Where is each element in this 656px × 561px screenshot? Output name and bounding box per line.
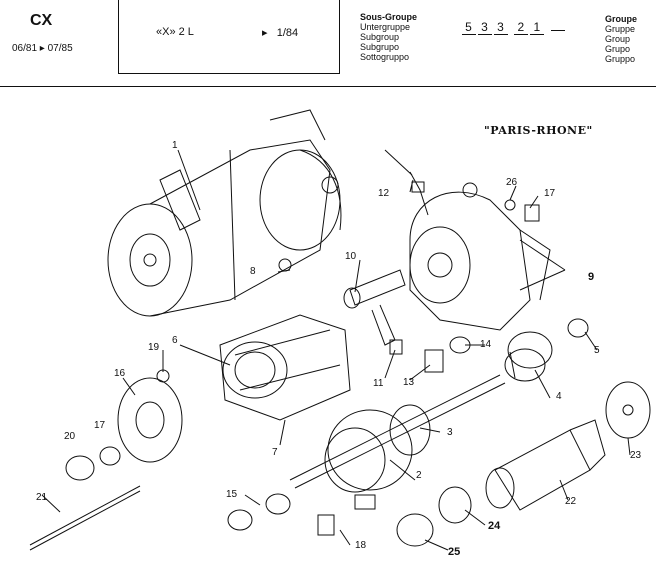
callout-20: 20 bbox=[64, 431, 76, 442]
through-bolt bbox=[29, 485, 141, 551]
leader-lines bbox=[41, 149, 631, 551]
callout-15: 15 bbox=[226, 489, 238, 500]
model-name: CX bbox=[30, 12, 53, 29]
terminal-plate bbox=[605, 381, 651, 439]
callout-7: 7 bbox=[272, 447, 278, 458]
page-marker-icon: ▸ bbox=[262, 27, 268, 39]
brand-label: "PARIS-RHONE" bbox=[484, 124, 593, 137]
callout-11: 11 bbox=[373, 378, 384, 389]
callout-9: 9 bbox=[588, 271, 595, 283]
subgroup-label-de: Untergruppe bbox=[360, 22, 411, 32]
drive-pinion bbox=[504, 318, 589, 382]
callout-5: 5 bbox=[594, 345, 600, 356]
page-ref: ▸ 1/84 bbox=[262, 26, 298, 39]
solenoid bbox=[485, 419, 606, 511]
callout-1: 1 bbox=[172, 140, 178, 151]
code-digit: 5 bbox=[462, 20, 476, 35]
production-dates: 06/81 ▸ 07/85 bbox=[12, 43, 73, 54]
armature-shaft bbox=[289, 374, 506, 493]
callout-23: 23 bbox=[630, 450, 642, 461]
callout-16: 16 bbox=[114, 368, 126, 379]
callout-26: 26 bbox=[506, 177, 518, 188]
group-labels: Groupe Gruppe Group Grupo Gruppo bbox=[605, 14, 637, 64]
subgroup-label-it: Sottogruppo bbox=[360, 52, 410, 62]
small-parts bbox=[156, 199, 540, 547]
callout-10: 10 bbox=[345, 251, 357, 262]
brush-holder-plate bbox=[117, 377, 183, 463]
subgroup-label-en: Subgroup bbox=[360, 32, 400, 42]
callout-3: 3 bbox=[447, 427, 453, 438]
subgroup-label-fr: Sous-Groupe bbox=[360, 12, 418, 22]
code-digit: 2 bbox=[514, 20, 529, 35]
header: CX 06/81 ▸ 07/85 «X» 2 L ▸ 1/84 Sous-Gro… bbox=[0, 0, 656, 82]
drive-end-bracket bbox=[409, 182, 551, 331]
callout-25: 25 bbox=[448, 546, 461, 558]
bushings bbox=[65, 446, 121, 481]
group-label-en: Group bbox=[605, 34, 631, 44]
group-label-fr: Groupe bbox=[605, 14, 638, 24]
group-label-it: Gruppo bbox=[605, 54, 636, 64]
code-digit: 3 bbox=[494, 20, 508, 35]
engagement-lever bbox=[343, 269, 406, 346]
engine-type: «X» 2 L bbox=[156, 26, 194, 38]
engine-box bbox=[118, 0, 340, 74]
header-divider bbox=[0, 86, 656, 87]
callout-2: 2 bbox=[416, 470, 422, 481]
callout-8: 8 bbox=[250, 266, 256, 277]
callout-21: 21 bbox=[36, 492, 48, 503]
callout-13: 13 bbox=[403, 377, 415, 388]
callout-12: 12 bbox=[378, 188, 390, 199]
callout-19: 19 bbox=[148, 342, 160, 353]
starter-motor-assembly bbox=[107, 109, 342, 317]
callout-14: 14 bbox=[480, 339, 492, 350]
callout-17-bushing: 17 bbox=[94, 420, 106, 431]
callout-24: 24 bbox=[488, 520, 501, 532]
group-label-de: Gruppe bbox=[605, 24, 636, 34]
callout-18: 18 bbox=[355, 540, 367, 551]
code-digit: 1 bbox=[530, 20, 545, 35]
pivot-pin bbox=[384, 149, 429, 216]
field-coil-housing bbox=[219, 314, 351, 421]
subgroup-labels: Sous-Groupe Untergruppe Subgroup Subgrup… bbox=[360, 12, 417, 62]
callout-17-bearing: 17 bbox=[544, 188, 556, 199]
callout-6: 6 bbox=[172, 335, 178, 346]
code-digit bbox=[550, 30, 565, 31]
callout-22: 22 bbox=[565, 496, 577, 507]
page-number: 1/84 bbox=[276, 27, 299, 39]
group-label-es: Grupo bbox=[605, 44, 631, 54]
code-digit: 3 bbox=[478, 20, 492, 35]
callout-4: 4 bbox=[556, 391, 562, 402]
subgroup-label-es: Subgrupo bbox=[360, 42, 400, 52]
